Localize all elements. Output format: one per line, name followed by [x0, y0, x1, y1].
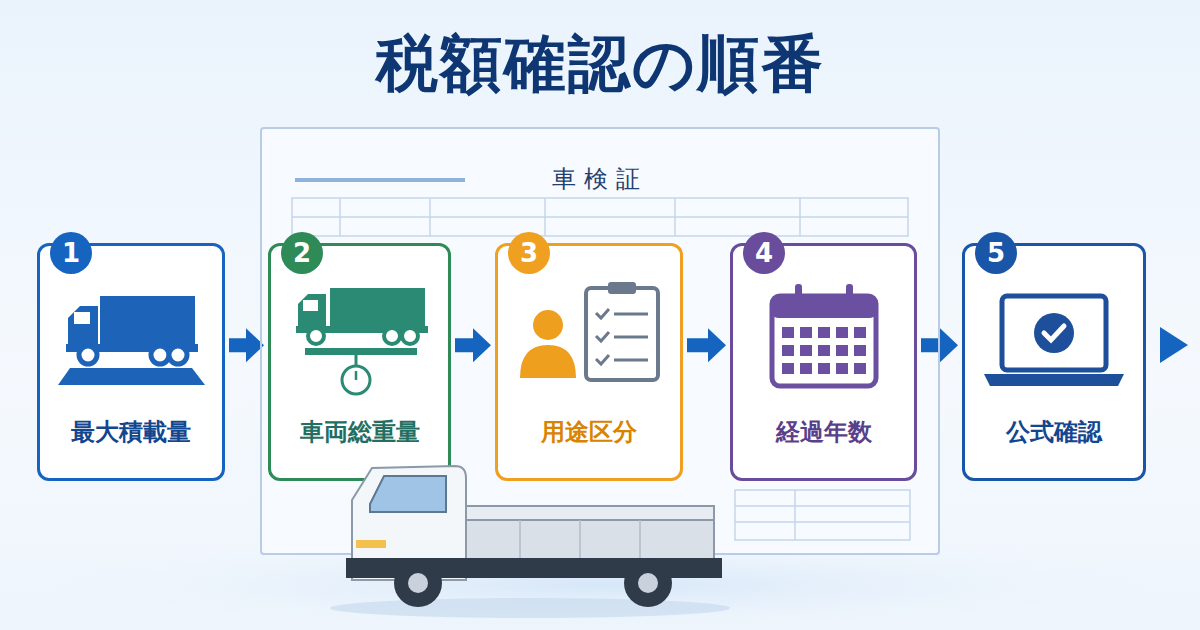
diagram-title: 税額確認の順番	[0, 22, 1200, 106]
calendar-cell	[800, 345, 812, 356]
calendar-cell	[836, 363, 848, 374]
laptop-icon	[984, 296, 1124, 386]
step-number: 1	[50, 232, 92, 274]
step-box: 5公式確認	[962, 243, 1146, 481]
step-label: 経過年数	[733, 416, 914, 448]
calendar-cell	[818, 363, 830, 374]
step-label: 用途区分	[498, 416, 680, 448]
calendar-cell	[800, 327, 812, 338]
step-box: 1最大積載量	[37, 243, 225, 481]
truck-icon	[58, 296, 205, 385]
checklist-icon	[520, 282, 658, 380]
calendar-cell	[854, 327, 866, 338]
document-title: 車検証	[262, 163, 938, 195]
step-number: 3	[508, 232, 550, 274]
calendar-cell	[782, 363, 794, 374]
step-number: 2	[281, 232, 323, 274]
step-label: 公式確認	[965, 416, 1143, 448]
step-box: 4経過年数	[730, 243, 917, 481]
calendar-cell	[854, 345, 866, 356]
step-label: 最大積載量	[40, 416, 222, 448]
calendar-cell	[836, 327, 848, 338]
calendar-cell	[782, 345, 794, 356]
flow-arrow	[455, 328, 491, 362]
step-box: 2車両総重量	[268, 243, 451, 481]
calendar-cell	[836, 345, 848, 356]
step-box: 3用途区分	[495, 243, 683, 481]
step-label: 車両総重量	[271, 416, 448, 448]
calendar-cell	[854, 363, 866, 374]
calendar-cell	[818, 327, 830, 338]
scale-icon	[296, 288, 428, 394]
flow-arrow	[687, 328, 726, 362]
calendar-cell	[800, 363, 812, 374]
calendar-cell	[818, 345, 830, 356]
calendar-icon	[772, 284, 876, 386]
step-number: 4	[743, 232, 785, 274]
calendar-cell	[782, 327, 794, 338]
step-number: 5	[975, 232, 1017, 274]
flow-arrow	[229, 328, 264, 362]
